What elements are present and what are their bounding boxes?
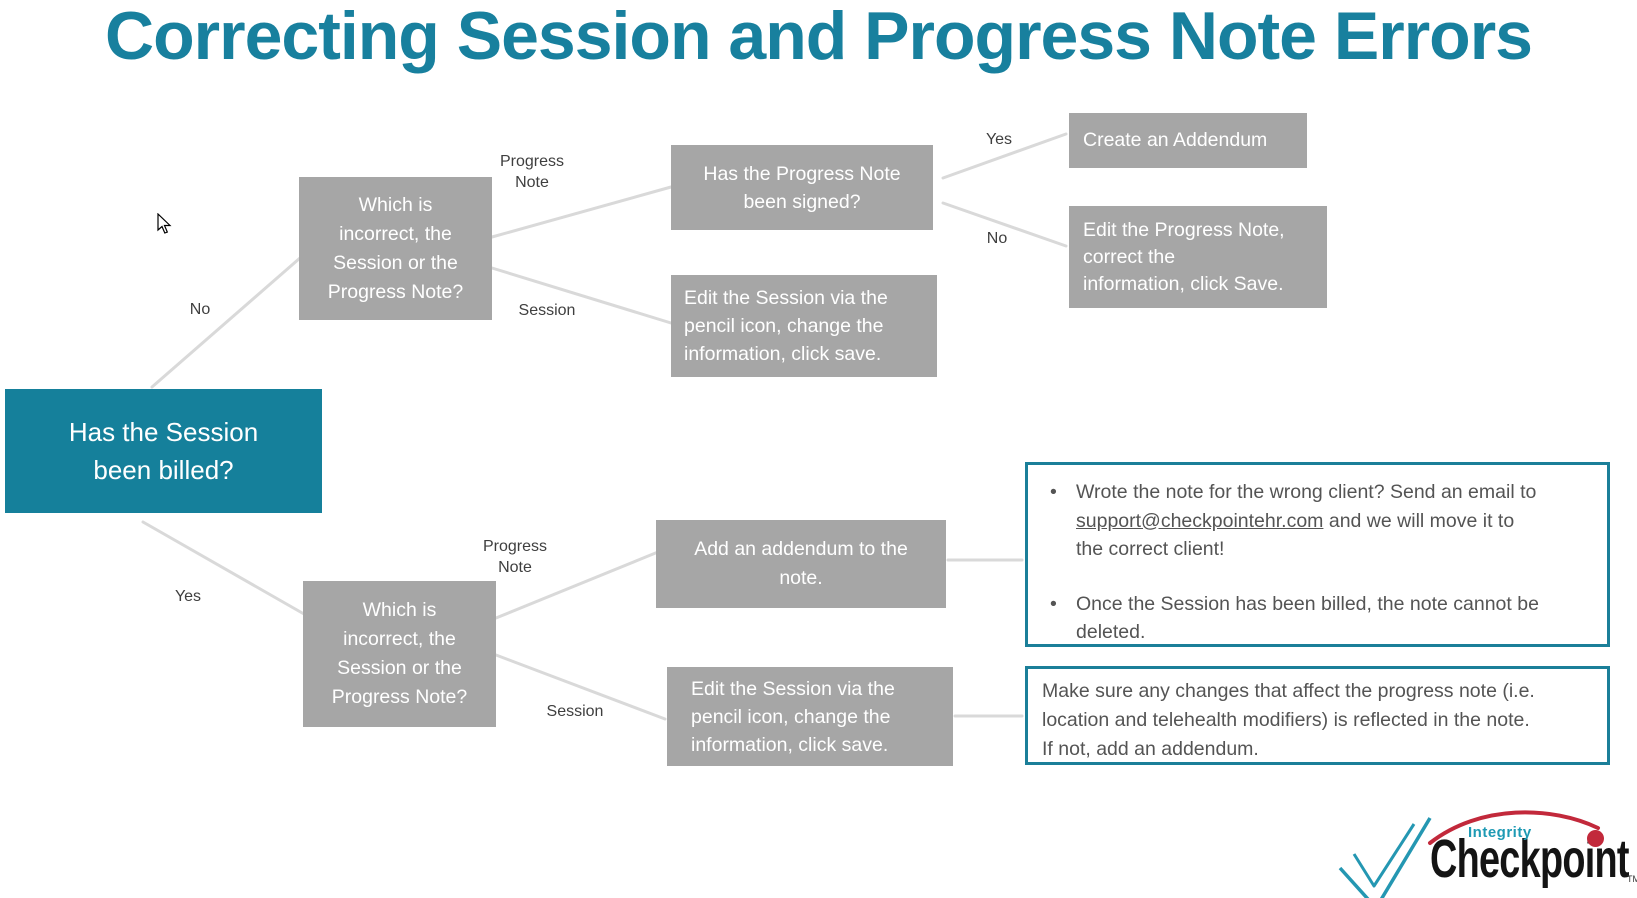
flow-node-label: Which is incorrect, the Session or the P… xyxy=(331,599,468,708)
note-bullet-item: • Once the Session has been billed, the … xyxy=(1046,590,1589,647)
checkmark-icon xyxy=(1352,823,1416,888)
note-text-segment: and we will move it to the correct clien… xyxy=(1076,509,1515,561)
flow-node-progress-note-signed: Has the Progress Note been signed? xyxy=(671,145,933,230)
flow-node-label: Edit the Session via the pencil icon, ch… xyxy=(691,677,895,756)
logo-red-dot xyxy=(1587,830,1604,847)
edge-label-session: Session xyxy=(518,302,576,319)
edge-label-no: No xyxy=(986,230,1008,247)
flow-node-edit-progress-note: Edit the Progress Note, correct the info… xyxy=(1069,206,1327,308)
connector-line xyxy=(150,256,302,389)
note-box-reflect-changes: Make sure any changes that affect the pr… xyxy=(1025,666,1610,765)
page-title: Correcting Session and Progress Note Err… xyxy=(105,0,1533,74)
bullet-icon: • xyxy=(1050,481,1057,503)
flow-node-label: Which is incorrect, the Session or the P… xyxy=(327,193,464,303)
logo-graphics xyxy=(1338,810,1600,898)
bullet-icon: • xyxy=(1050,592,1057,615)
edge-label-progress-note: Progress Note xyxy=(499,153,565,191)
connector-line xyxy=(141,520,306,616)
connector-line xyxy=(941,132,1068,180)
flow-node-session-billed: Has the Session been billed? xyxy=(5,389,322,513)
connector-line xyxy=(490,266,673,325)
flow-node-label: Create an Addendum xyxy=(1083,129,1268,151)
note-text: Once the Session has been billed, the no… xyxy=(1076,592,1539,644)
flow-node-create-addendum: Create an Addendum xyxy=(1069,113,1307,168)
edge-label-yes: Yes xyxy=(174,588,202,605)
flow-node-which-incorrect-top: Which is incorrect, the Session or the P… xyxy=(299,177,492,320)
flow-node-edit-session-bottom: Edit the Session via the pencil icon, ch… xyxy=(667,667,953,766)
note-text: Wrote the note for the wrong client? Sen… xyxy=(1076,478,1536,564)
mouse-cursor xyxy=(157,213,172,234)
connector-line xyxy=(490,185,673,239)
note-box-wrong-client: • Wrote the note for the wrong client? S… xyxy=(1025,462,1610,647)
flow-node-label: Edit the Progress Note, correct the info… xyxy=(1083,218,1285,295)
support-email-link[interactable]: support@checkpointehr.com xyxy=(1076,509,1324,532)
connector-line xyxy=(494,653,667,721)
flow-node-label: Has the Progress Note been signed? xyxy=(703,162,901,213)
edge-label-progress-note: Progress Note xyxy=(482,538,548,576)
edge-label-session: Session xyxy=(546,703,604,720)
connector-line xyxy=(494,550,660,620)
checkmark-icon xyxy=(1338,817,1432,898)
logo-swoosh-icon xyxy=(1428,810,1600,845)
flow-node-add-addendum: Add an addendum to the note. xyxy=(656,520,946,608)
checkpoint-logo: Checkpoint Integrity TM xyxy=(1290,788,1637,898)
logo-trademark: TM xyxy=(1627,874,1637,884)
flow-node-label: Add an addendum to the note. xyxy=(694,538,908,589)
flow-node-which-incorrect-bottom: Which is incorrect, the Session or the P… xyxy=(303,581,496,727)
logo-integrity-text: Integrity xyxy=(1468,824,1532,841)
flow-node-edit-session-top: Edit the Session via the pencil icon, ch… xyxy=(671,275,937,377)
edge-label-yes: Yes xyxy=(985,131,1013,148)
flow-node-label: Has the Session been billed? xyxy=(68,417,259,485)
connector-line xyxy=(941,201,1068,248)
note-text-segment: Wrote the note for the wrong client? Sen… xyxy=(1076,481,1537,503)
flow-node-label: Edit the Session via the pencil icon, ch… xyxy=(684,287,888,365)
note-bullet-item: • Wrote the note for the wrong client? S… xyxy=(1046,478,1589,564)
edge-label-no: No xyxy=(189,301,211,318)
